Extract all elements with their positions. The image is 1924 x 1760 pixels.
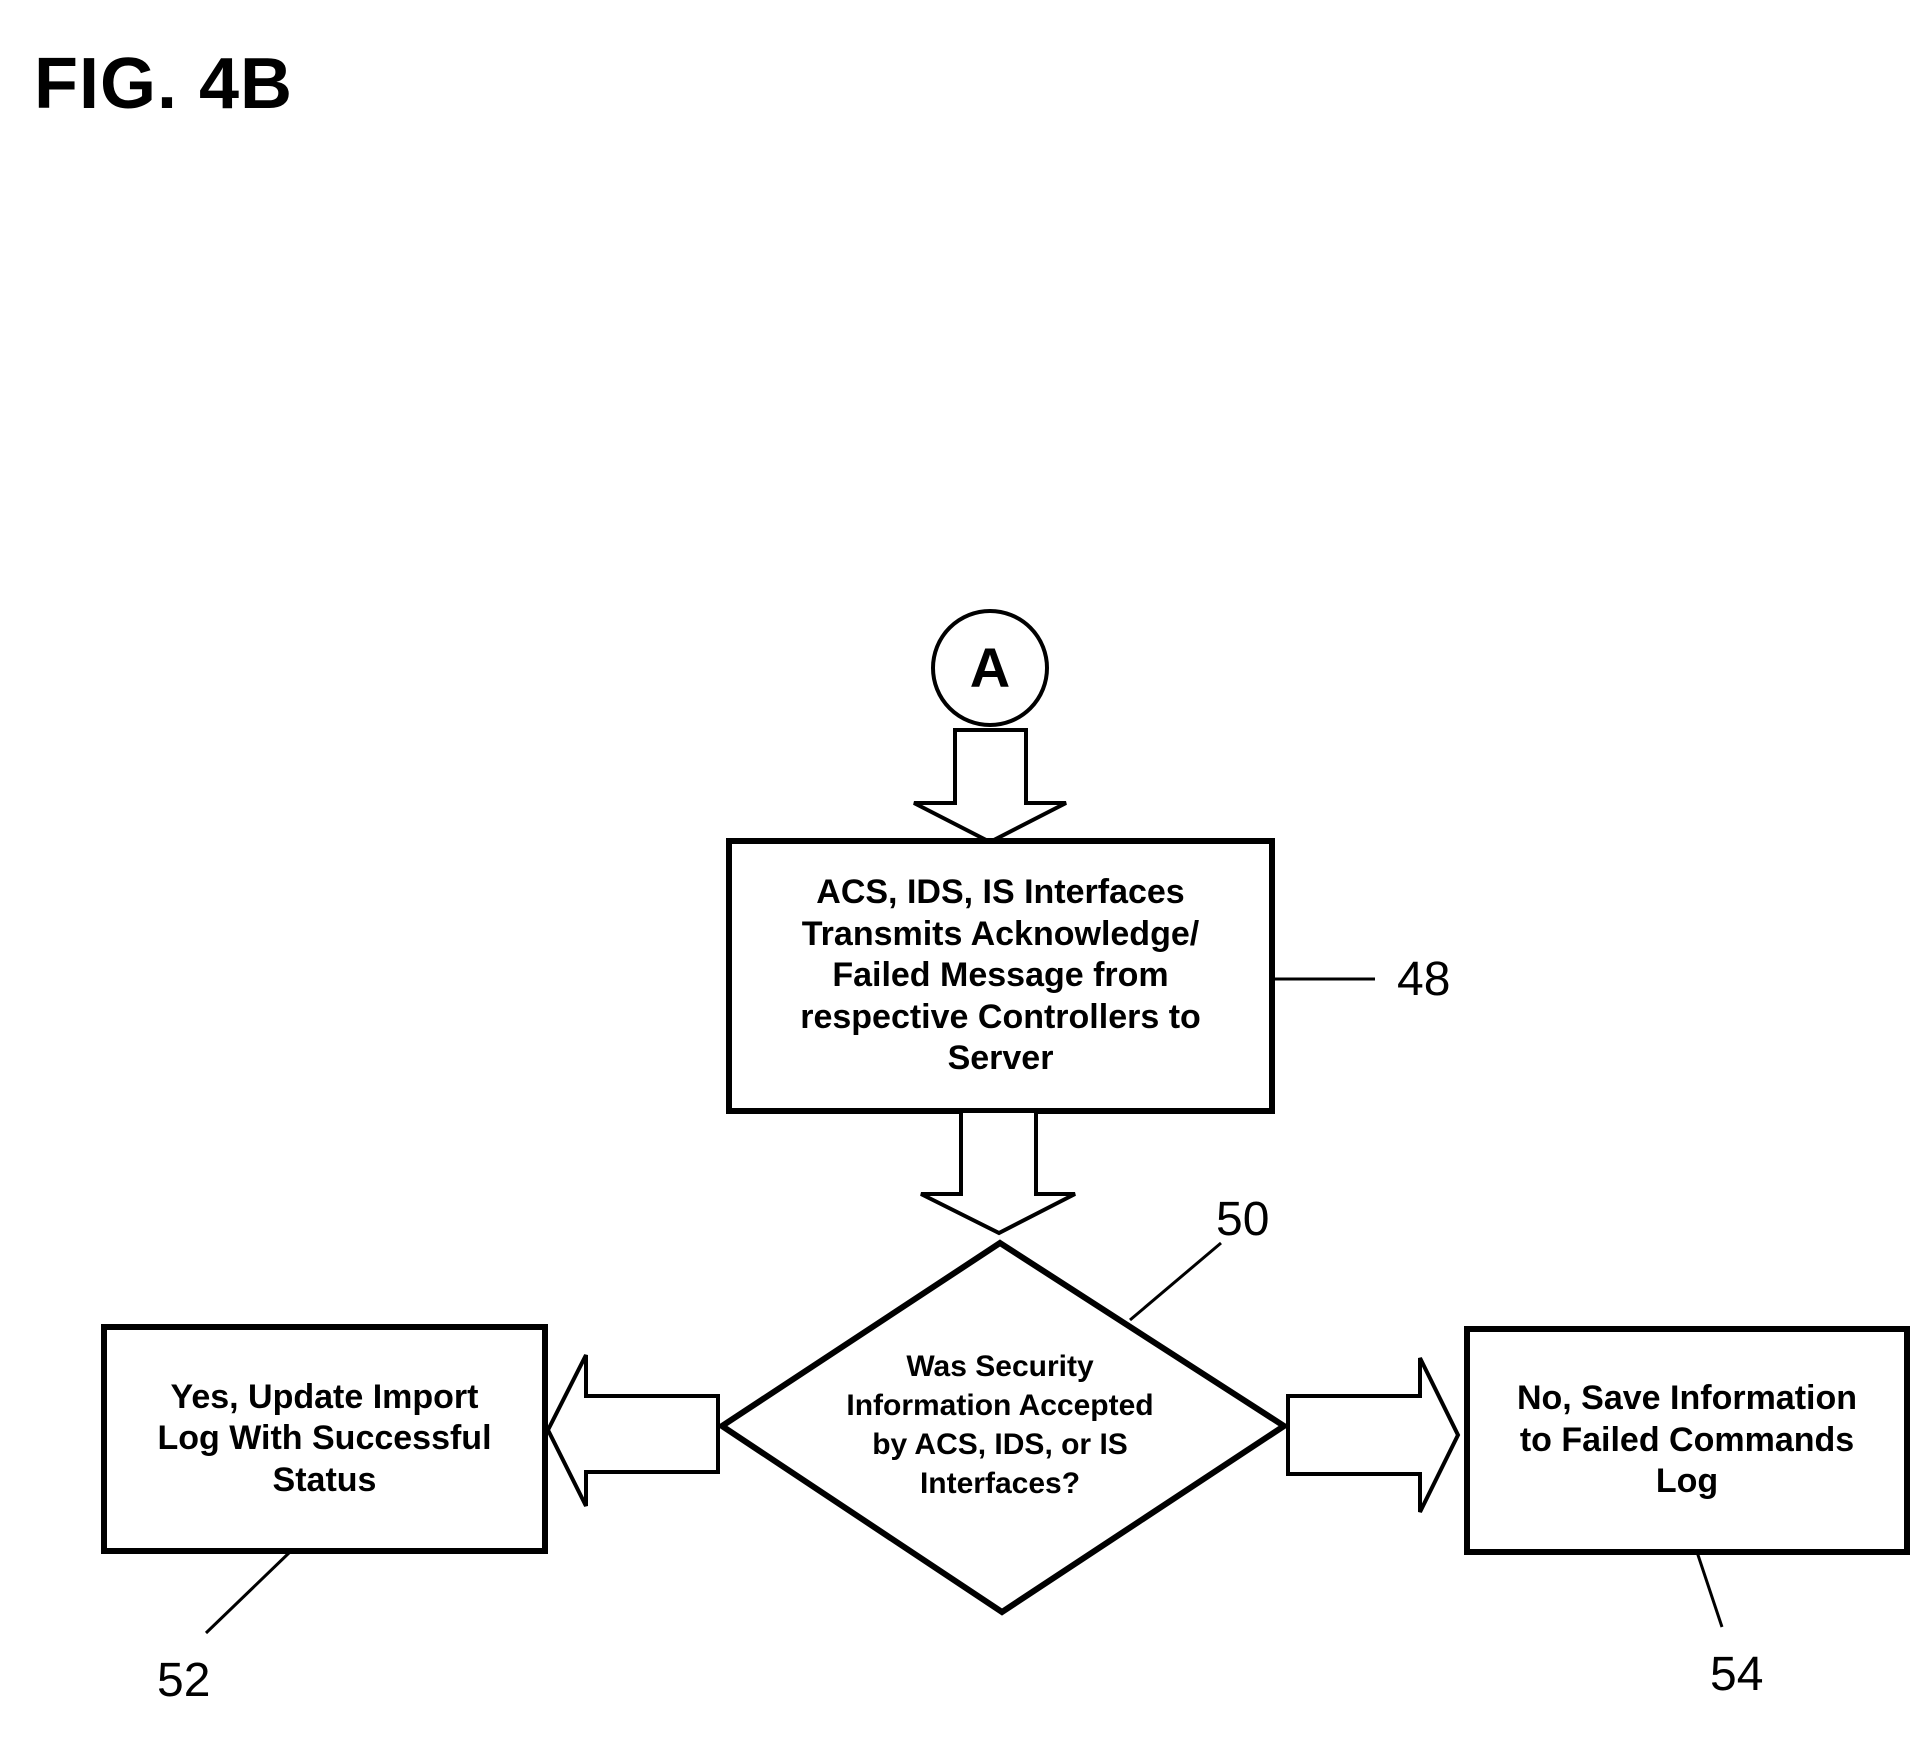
connector-label: A bbox=[950, 640, 1030, 696]
arrow-down-decision bbox=[921, 1111, 1075, 1233]
figure-title: FIG. 4B bbox=[34, 48, 293, 120]
leader-line-50 bbox=[1130, 1243, 1221, 1320]
arrow-down-connector bbox=[914, 730, 1066, 842]
ref-number-52: 52 bbox=[157, 1657, 210, 1705]
leader-line-52 bbox=[206, 1551, 291, 1633]
decision-text: Was Security Information Accepted by ACS… bbox=[800, 1330, 1200, 1520]
ref-number-50: 50 bbox=[1216, 1196, 1269, 1244]
arrow-right-no bbox=[1288, 1358, 1458, 1512]
ref-number-54: 54 bbox=[1710, 1651, 1763, 1699]
yes-step-text: Yes, Update Import Log With Successful S… bbox=[110, 1333, 539, 1545]
transmit-step-text: ACS, IDS, IS Interfaces Transmits Acknow… bbox=[735, 847, 1266, 1105]
ref-number-48: 48 bbox=[1397, 956, 1450, 1004]
leader-line-54 bbox=[1697, 1552, 1722, 1627]
no-step-text: No, Save Information to Failed Commands … bbox=[1473, 1335, 1901, 1546]
arrow-left-yes bbox=[548, 1355, 718, 1506]
